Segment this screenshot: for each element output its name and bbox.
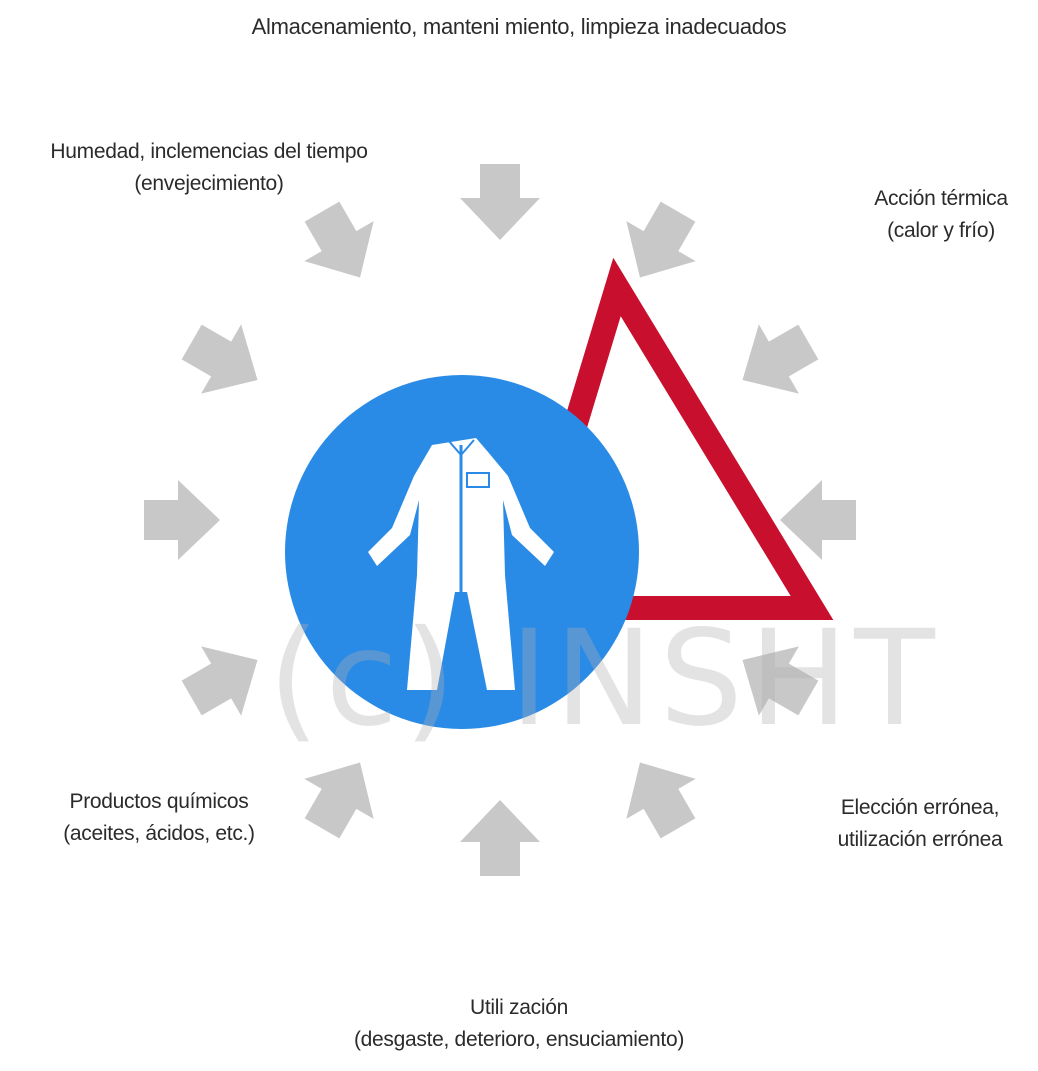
inward-arrow-icon bbox=[780, 480, 856, 560]
factor-humidity-line1: Humedad, inclemencias del tiempo bbox=[50, 140, 368, 163]
inward-arrow-icon bbox=[144, 480, 220, 560]
factor-use-line1: Utili zación bbox=[470, 996, 568, 1019]
protective-coverall-icon bbox=[285, 375, 639, 729]
factor-storage-label: Almacenamiento, manteni miento, limpieza… bbox=[0, 10, 1038, 43]
factor-chemicals-line1: Productos químicos bbox=[69, 790, 249, 813]
factor-misuse-line1: Elección errónea, bbox=[840, 796, 1000, 819]
inward-arrow-icon bbox=[722, 307, 829, 415]
factor-thermal-line1: Acción térmica bbox=[874, 187, 1008, 210]
factor-chemicals-label: Productos químicos (aceites, ácidos, etc… bbox=[14, 786, 304, 849]
inward-arrow-icon bbox=[287, 191, 395, 298]
factor-humidity-label: Humedad, inclemencias del tiempo (enveje… bbox=[0, 136, 418, 199]
factor-use-line2: (desgaste, deterioro, ensuciamiento) bbox=[353, 1027, 685, 1051]
factor-chemicals-line2: (aceites, ácidos, etc.) bbox=[63, 821, 255, 845]
factor-misuse-line2: utilización errónea bbox=[837, 827, 1003, 851]
inward-arrow-icon bbox=[171, 625, 278, 733]
factor-thermal-label: Acción térmica (calor y frío) bbox=[846, 183, 1036, 246]
inward-arrow-icon bbox=[460, 800, 540, 876]
watermark-text: (c) INSHT bbox=[268, 602, 941, 756]
factor-thermal-line2: (calor y frío) bbox=[887, 218, 995, 242]
factor-storage-text: Almacenamiento, manteni miento, limpieza… bbox=[251, 14, 787, 39]
inward-arrow-icon bbox=[171, 307, 278, 415]
inward-arrow-icon bbox=[460, 164, 540, 240]
factor-humidity-line2: (envejecimiento) bbox=[134, 171, 284, 195]
inward-arrow-icon bbox=[605, 742, 713, 849]
factor-use-label: Utili zación (desgaste, deterioro, ensuc… bbox=[0, 992, 1038, 1055]
factor-misuse-label: Elección errónea, utilización errónea bbox=[806, 792, 1034, 855]
